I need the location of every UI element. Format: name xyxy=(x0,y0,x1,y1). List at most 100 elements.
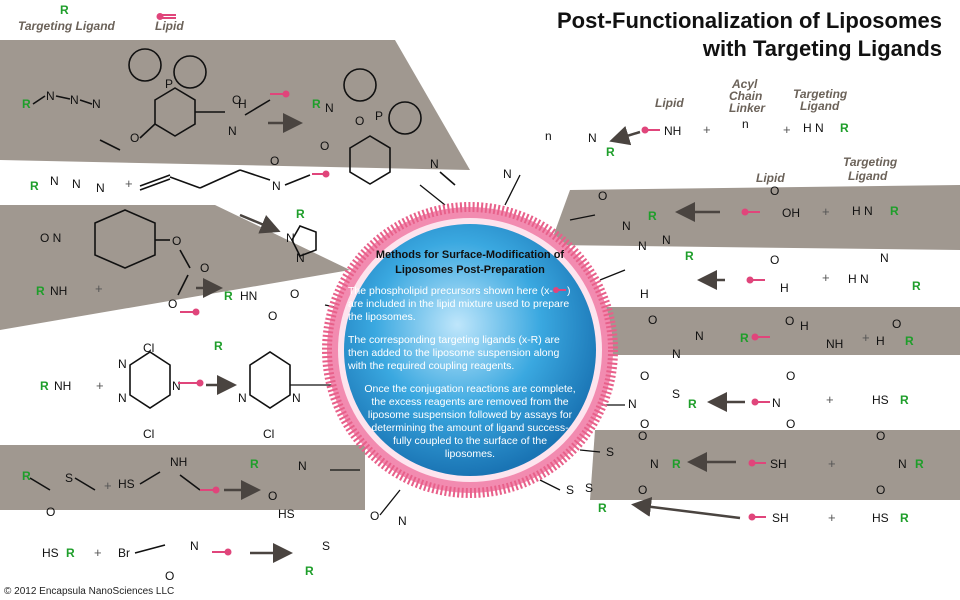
svg-text:HS: HS xyxy=(278,507,295,521)
svg-text:O: O xyxy=(876,483,885,497)
svg-text:O: O xyxy=(168,297,177,311)
svg-text:NH: NH xyxy=(50,284,67,298)
svg-text:N: N xyxy=(46,89,55,103)
svg-text:N: N xyxy=(96,181,105,195)
svg-text:H: H xyxy=(238,97,247,111)
svg-text:R: R xyxy=(30,179,39,193)
circle-p1-line-2: are included in the lipid mixture used t… xyxy=(348,298,569,310)
svg-text:O: O xyxy=(355,114,364,128)
svg-text:R: R xyxy=(40,379,49,393)
circle-heading-2: Liposomes Post-Preparation xyxy=(395,264,545,276)
reaction-thioester: R O S + HS NH R O N HS xyxy=(22,455,307,521)
svg-text:R: R xyxy=(214,339,223,353)
svg-text:NH: NH xyxy=(664,124,681,138)
svg-text:R: R xyxy=(890,204,899,218)
circle-p1-line-1-end: ) xyxy=(567,285,571,297)
svg-text:Acyl: Acyl xyxy=(731,77,758,91)
svg-text:Ligand: Ligand xyxy=(848,169,888,183)
svg-text:+: + xyxy=(104,478,112,493)
svg-text:Lipid: Lipid xyxy=(756,171,785,185)
svg-text:O: O xyxy=(130,131,139,145)
copyright: © 2012 Encapsula NanoSciences LLC xyxy=(4,586,174,597)
svg-text:N: N xyxy=(695,329,704,343)
svg-text:P: P xyxy=(165,77,173,91)
svg-text:N: N xyxy=(503,167,512,181)
svg-text:O: O xyxy=(876,429,885,443)
svg-text:+: + xyxy=(125,176,133,191)
svg-text:N: N xyxy=(772,396,781,410)
circle-p2-line-1: The corresponding targeting ligands (x-R… xyxy=(348,334,560,346)
circle-p3-line-6: liposomes. xyxy=(445,448,495,460)
legend-lipid-icon xyxy=(156,13,176,20)
reaction-triazine: R NH + Cl Cl N N N R N N Cl xyxy=(40,339,301,441)
svg-text:HS: HS xyxy=(872,511,889,525)
svg-text:O: O xyxy=(785,314,794,328)
svg-text:R: R xyxy=(66,546,75,560)
svg-text:S: S xyxy=(606,445,614,459)
svg-text:Ligand: Ligand xyxy=(800,99,840,113)
svg-text:n: n xyxy=(545,129,552,143)
reaction-maleimide: O N O S R N O O + HS R xyxy=(628,369,909,431)
svg-text:N: N xyxy=(898,457,907,471)
svg-text:R: R xyxy=(224,289,233,303)
reaction-thiol-maleimide: S O N O R SH + O N O R xyxy=(606,429,924,497)
svg-text:S: S xyxy=(672,387,680,401)
svg-text:R: R xyxy=(900,511,909,525)
reaction-staudinger: R N N N P O O N H R N P O O N xyxy=(22,48,456,186)
svg-text:R: R xyxy=(912,279,921,293)
svg-text:H: H xyxy=(800,319,809,333)
svg-text:N: N xyxy=(118,391,127,405)
svg-text:N: N xyxy=(238,391,247,405)
svg-text:+: + xyxy=(822,270,830,285)
reaction-carbonate: O N O O O R NH + R HN O O xyxy=(36,209,299,323)
liposome-core xyxy=(344,224,596,476)
svg-text:+: + xyxy=(828,510,836,525)
svg-text:R: R xyxy=(900,393,909,407)
svg-text:N: N xyxy=(50,174,59,188)
svg-text:R: R xyxy=(672,457,681,471)
svg-text:R: R xyxy=(840,121,849,135)
svg-text:O: O xyxy=(638,429,647,443)
svg-text:O: O xyxy=(370,509,379,523)
svg-text:R: R xyxy=(36,284,45,298)
svg-text:N: N xyxy=(638,239,647,253)
svg-text:+: + xyxy=(703,122,711,137)
svg-text:NH: NH xyxy=(54,379,71,393)
title-line-2: with Targeting Ligands xyxy=(702,36,942,61)
circle-p1-line-3: the liposomes. xyxy=(348,311,416,323)
reaction-click: R N N N + O N R N N xyxy=(30,154,330,265)
svg-text:H N: H N xyxy=(852,204,873,218)
svg-text:R: R xyxy=(905,334,914,348)
svg-text:N: N xyxy=(228,124,237,138)
svg-text:N: N xyxy=(286,231,295,245)
svg-text:R: R xyxy=(648,209,657,223)
svg-text:N: N xyxy=(672,347,681,361)
svg-text:Br: Br xyxy=(118,546,130,560)
svg-text:Cl: Cl xyxy=(143,427,154,441)
svg-text:OH: OH xyxy=(782,206,800,220)
svg-text:O N: O N xyxy=(40,231,61,245)
svg-text:S: S xyxy=(65,471,73,485)
svg-text:S: S xyxy=(566,483,574,497)
svg-text:NH: NH xyxy=(826,337,843,351)
svg-text:O: O xyxy=(786,417,795,431)
svg-text:N: N xyxy=(70,93,79,107)
circle-p3-line-3: liposome suspension followed by assays f… xyxy=(368,409,573,421)
band-2-left xyxy=(0,205,350,330)
svg-text:Targeting: Targeting xyxy=(843,155,898,169)
svg-text:+: + xyxy=(828,456,836,471)
svg-text:HS: HS xyxy=(118,477,135,491)
svg-text:N: N xyxy=(662,233,671,247)
svg-text:O: O xyxy=(598,189,607,203)
reaction-carboxylic: Lipid Targeting Ligand O OH + H N R O N … xyxy=(598,155,899,233)
svg-text:N: N xyxy=(72,177,81,191)
svg-text:O: O xyxy=(648,313,657,327)
svg-text:Lipid: Lipid xyxy=(655,96,684,110)
svg-text:HN: HN xyxy=(240,289,257,303)
svg-text:Linker: Linker xyxy=(729,101,766,115)
svg-text:NH: NH xyxy=(170,455,187,469)
svg-text:R: R xyxy=(296,207,305,221)
svg-text:S: S xyxy=(585,481,593,495)
